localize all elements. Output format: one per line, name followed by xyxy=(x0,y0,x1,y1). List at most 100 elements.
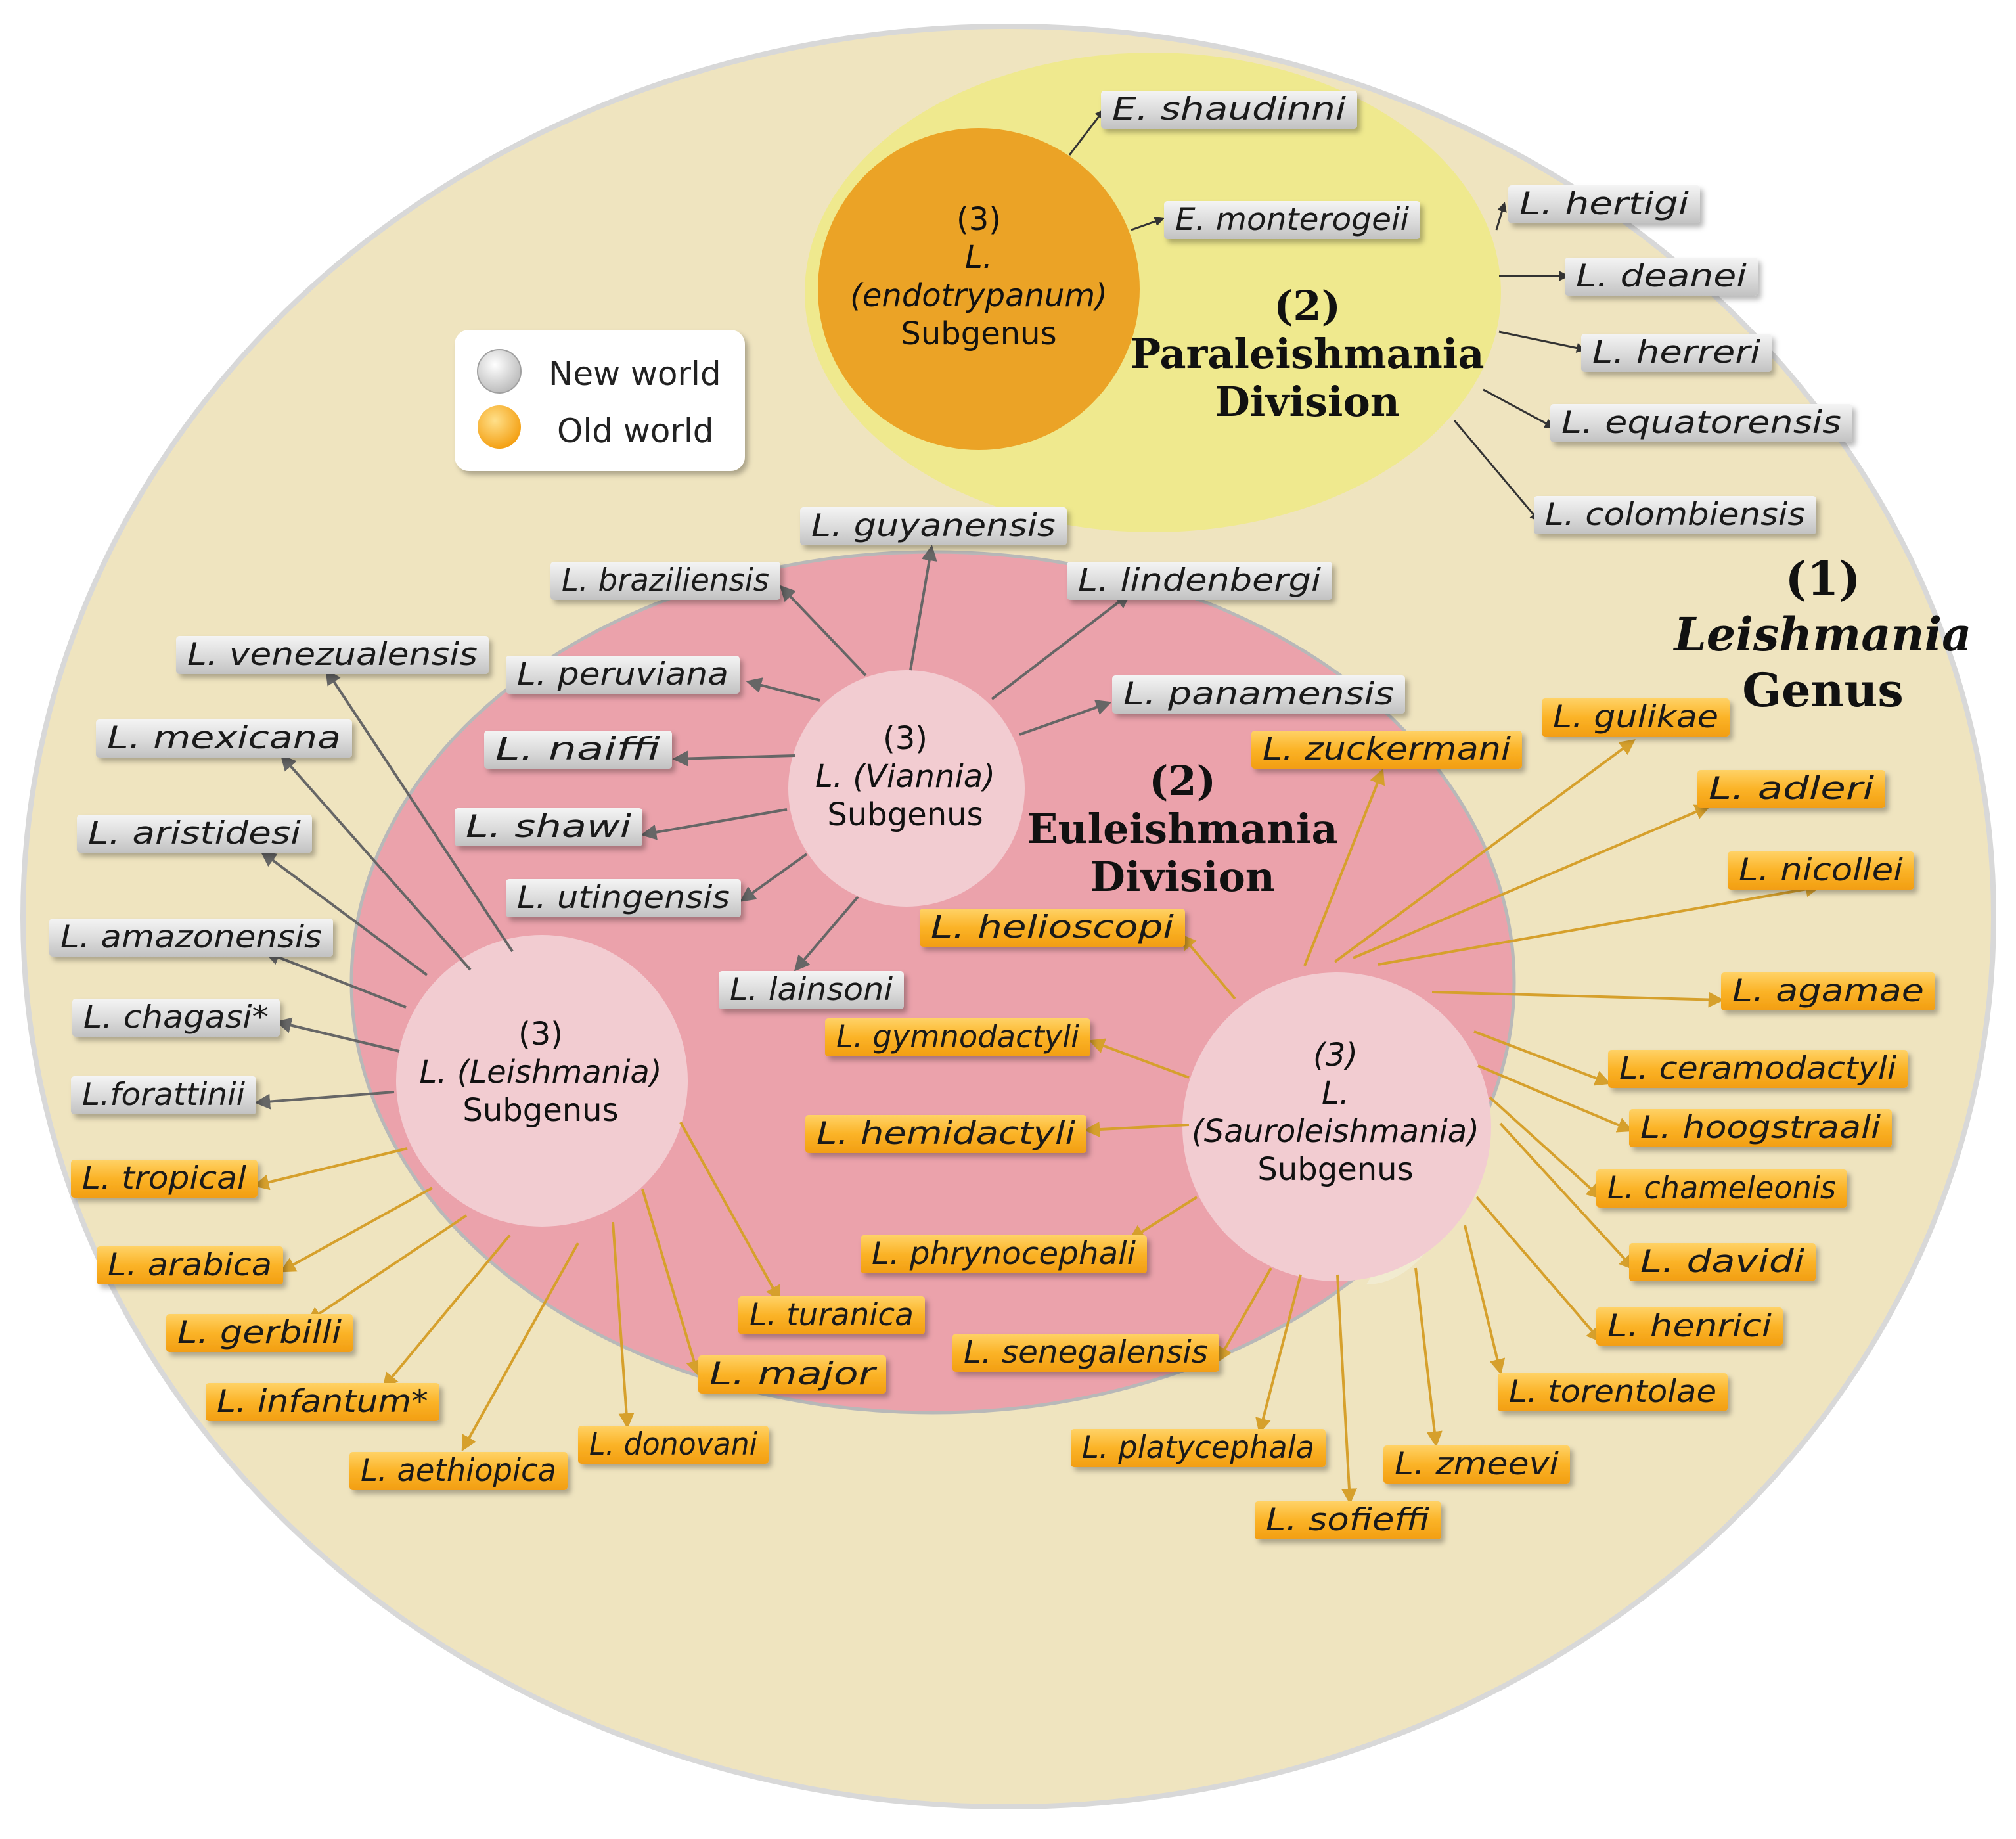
species-label-l-zmeevi: L. zmeevi xyxy=(1383,1445,1570,1484)
species-name: L.forattinii xyxy=(82,1077,245,1113)
arrow-l-phrynocephali xyxy=(1128,1196,1198,1240)
species-box-l-deanei xyxy=(1565,258,1758,296)
species-label-l-helioscopi: L. helioscopi xyxy=(920,909,1185,947)
species-label-l-davidi: L. davidi xyxy=(1629,1243,1816,1281)
new-world-label: New world xyxy=(549,355,721,393)
species-box-l-gymnodactyli xyxy=(825,1018,1090,1056)
species-name: L. equatorensis xyxy=(1561,405,1841,441)
sauroleishmania-number: (3) xyxy=(1313,1037,1358,1074)
arrow-l-turanica xyxy=(679,1122,781,1302)
species-name: L. chameleonis xyxy=(1607,1170,1836,1206)
species-label-l-hoogstraali: L. hoogstraali xyxy=(1629,1109,1892,1147)
species-name: L. davidi xyxy=(1640,1244,1804,1280)
species-name: L. guyanensis xyxy=(811,508,1056,544)
species-label-l-forattinii: L.forattinii xyxy=(71,1076,256,1114)
species-name: L. platycephala xyxy=(1082,1430,1314,1466)
species-name: L. helioscopi xyxy=(931,909,1174,945)
legend: New world Old world xyxy=(455,330,745,471)
arrows xyxy=(253,108,1822,1505)
sauroleishmania-prefix: L. xyxy=(1322,1075,1349,1112)
species-label-l-nicollei: L. nicollei xyxy=(1728,851,1914,890)
species-name: L. gerbilli xyxy=(177,1315,342,1351)
species-label-l-agamae: L. agamae xyxy=(1721,972,1935,1010)
species-label-l-tropical: L. tropical xyxy=(71,1160,258,1198)
arrow-l-aethiopica xyxy=(461,1242,579,1452)
arrow-l-lainsoni xyxy=(794,896,859,972)
species-name: L. venezualensis xyxy=(187,637,478,673)
species-label-l-lindenbergi: L. lindenbergi xyxy=(1067,562,1332,600)
arrow-l-infantum xyxy=(382,1234,511,1389)
endotrypanum-prefix: L. xyxy=(965,239,993,276)
arrow-l-senegalensis xyxy=(1217,1267,1272,1363)
species-box-l-aristidesi xyxy=(77,815,312,853)
species-label-l-venezualensis: L. venezualensis xyxy=(176,636,489,674)
species-label-l-lainsoni: L. lainsoni xyxy=(719,971,904,1009)
species-name: L. arabica xyxy=(108,1247,272,1283)
species-name: L. turanica xyxy=(750,1297,914,1333)
arrow-l-peruviana xyxy=(746,677,820,702)
sauroleishmania-name: (Sauroleishmania) xyxy=(1192,1113,1479,1150)
arrow-l-nicollei xyxy=(1378,881,1822,966)
leishmania-subgenus-circle xyxy=(396,935,688,1227)
species-box-l-braziliensis xyxy=(550,562,780,600)
species-name: L. hertigi xyxy=(1519,186,1689,222)
species-label-l-peruviana: L. peruviana xyxy=(506,656,740,694)
species-box-l-aethiopica xyxy=(349,1452,568,1490)
species-name: L. ceramodactyli xyxy=(1619,1051,1896,1087)
species-name: E. monterogeii xyxy=(1175,202,1409,238)
species-name: L. infantum* xyxy=(217,1384,428,1420)
old-world-swatch xyxy=(478,405,521,449)
arrow-l-naiffi xyxy=(672,750,795,767)
arrow-l-guyanensis xyxy=(909,545,937,671)
species-name: L. panamensis xyxy=(1123,676,1394,712)
arrow-l-gerbilli xyxy=(306,1214,468,1323)
species-box-l-peruviana xyxy=(506,656,740,694)
species-box-l-panamensis xyxy=(1112,675,1405,714)
arrow-l-hoogstraali xyxy=(1477,1064,1634,1133)
species-box-l-mexicana xyxy=(96,719,352,758)
species-label-l-chameleonis: L. chameleonis xyxy=(1596,1169,1847,1208)
species-box-l-guyanensis xyxy=(800,507,1067,545)
endotrypanum-circle xyxy=(818,128,1140,450)
arrow-l-aristidesi xyxy=(260,851,428,976)
species-box-e-shaudinni xyxy=(1101,91,1357,129)
species-name: L. sofieffi xyxy=(1266,1502,1430,1538)
species-name: L. nicollei xyxy=(1739,852,1903,888)
species-box-l-gerbilli xyxy=(166,1314,353,1352)
endotrypanum-name: (endotrypanum) xyxy=(850,277,1108,314)
species-name: L. henrici xyxy=(1607,1308,1772,1344)
species-name: L. mexicana xyxy=(107,720,341,756)
arrow-l-chagasi xyxy=(275,1017,400,1053)
species-box-l-herreri xyxy=(1581,334,1772,372)
species-box-l-hemidactyli xyxy=(805,1115,1086,1153)
species-box-l-shawi xyxy=(455,808,642,846)
species-name: L. amazonensis xyxy=(60,919,322,955)
species-box-l-naiffi xyxy=(484,731,672,769)
species-name: L. naiffi xyxy=(495,731,661,767)
species-label-l-naiffi: L. naiffi xyxy=(484,731,672,769)
species-name: L. gulikae xyxy=(1553,699,1718,735)
arrow-l-ceramodactyli xyxy=(1473,1030,1611,1086)
arrow-l-amazonensis xyxy=(263,949,407,1009)
species-label-l-guyanensis: L. guyanensis xyxy=(800,507,1067,545)
species-name: L. shawi xyxy=(466,809,631,845)
arrow-e-shaudinni xyxy=(1068,108,1105,156)
arrow-l-helioscopi xyxy=(1180,934,1236,1000)
species-label-l-major: L. major xyxy=(698,1355,886,1394)
species-box-l-forattinii xyxy=(71,1076,256,1114)
genus-number: (1) xyxy=(1785,551,1861,606)
viannia-number: (3) xyxy=(883,720,928,757)
species-label-l-mexicana: L. mexicana xyxy=(96,719,352,758)
species-box-l-arabica xyxy=(97,1246,283,1284)
arrow-l-hertigi xyxy=(1495,202,1507,231)
arrow-l-zuckermani xyxy=(1303,768,1385,966)
species-name: L. torentolae xyxy=(1509,1374,1716,1410)
species-box-l-torentolae xyxy=(1498,1373,1728,1411)
arrow-l-donovani xyxy=(612,1221,635,1429)
species-name: L. herreri xyxy=(1592,334,1760,371)
species-label-l-torentolae: L. torentolae xyxy=(1498,1373,1728,1411)
species-box-l-gulikae xyxy=(1542,698,1730,737)
genus-name: Leishmania xyxy=(1673,607,1972,662)
